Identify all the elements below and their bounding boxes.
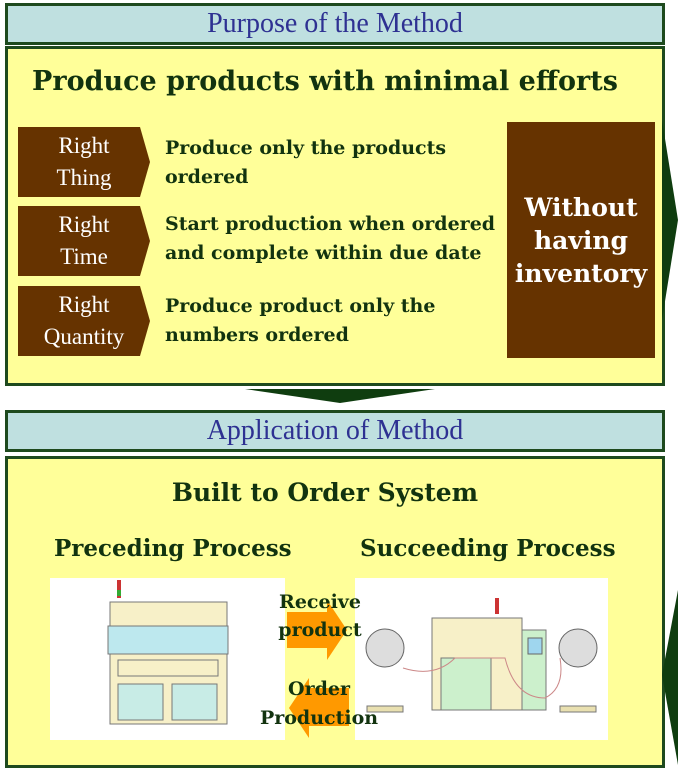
label-line: Right: [58, 212, 110, 237]
right-arrow-icon: [662, 590, 678, 765]
exchange-arrows-icon: [287, 600, 349, 738]
receive-product-label: Receive product: [272, 588, 368, 644]
result-line: Without: [524, 192, 638, 222]
desc-line: Start production when ordered: [165, 213, 496, 235]
succeeding-machine-image: [355, 578, 608, 740]
desc-line: ordered: [165, 166, 249, 188]
desc-line: Produce only the products: [165, 137, 447, 159]
label-line: Receive: [279, 591, 361, 613]
desc-right-quantity: Produce product only the numbers ordered: [165, 292, 435, 350]
label-line: Thing: [56, 165, 112, 190]
purpose-title: Produce products with minimal efforts: [32, 66, 618, 97]
purpose-header: Purpose of the Method: [5, 3, 665, 45]
desc-line: numbers ordered: [165, 324, 349, 346]
right-arrow-icon: [662, 120, 678, 320]
down-arrow-icon: [245, 389, 435, 403]
label-line: Order: [288, 678, 350, 700]
label-line: Production: [259, 707, 379, 729]
preceding-process-label: Preceding Process: [54, 535, 292, 562]
result-line: inventory: [514, 258, 648, 288]
desc-line: Produce product only the: [165, 295, 436, 317]
preceding-machine-image: [50, 578, 285, 740]
label-line: Time: [60, 244, 108, 269]
succeeding-process-label: Succeeding Process: [360, 535, 616, 562]
result-line: having: [533, 225, 629, 255]
label-line: Right: [58, 133, 110, 158]
desc-right-thing: Produce only the products ordered: [165, 134, 446, 192]
label-line: product: [278, 619, 362, 641]
label-line: Quantity: [43, 324, 125, 349]
label-line: Right: [58, 292, 110, 317]
desc-line: and complete within due date: [165, 242, 482, 264]
application-title: Built to Order System: [171, 478, 479, 507]
application-header: Application of Method: [5, 410, 665, 452]
desc-right-time: Start production when ordered and complet…: [165, 210, 495, 268]
